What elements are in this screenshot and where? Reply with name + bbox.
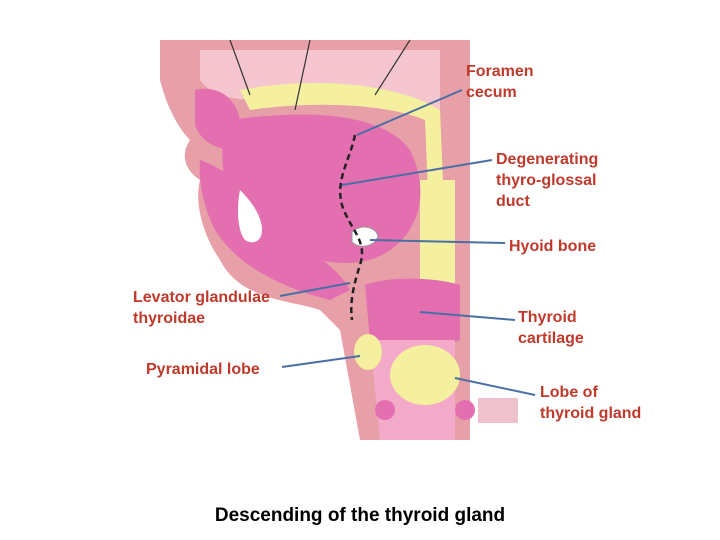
nerve-lines (229, 39, 411, 111)
label-degenerating-duct: Degenerating thyro-glossal duct (496, 151, 603, 210)
leader-foramen (356, 89, 463, 136)
label-lobe-of-thyroid: Lobe of thyroid gland (540, 384, 641, 422)
pyramidal-lobe-shape (354, 334, 382, 370)
leader-pyramidal (281, 355, 361, 368)
label-thyroid-cartilage: Thyroid cartilage (518, 309, 584, 347)
thyroglossal-duct-path (338, 134, 364, 321)
leader-lobe (454, 377, 536, 396)
label-levator-glandulae: Levator glandulae thyroidae (133, 289, 274, 327)
label-foramen-cecum: Foramen cecum (466, 63, 538, 101)
chin-bone (237, 190, 262, 243)
label-hyoid-bone: Hyoid bone (509, 238, 596, 255)
leader-cartilage (419, 311, 516, 321)
hyoid-bone-shape (351, 226, 379, 247)
leader-hyoid (369, 239, 506, 244)
thyroid-lobe-shape (390, 345, 460, 405)
upper-lip (195, 88, 240, 150)
leader-levator (279, 282, 351, 297)
head-section (160, 39, 518, 440)
leader-duct (341, 159, 493, 186)
neck-base-markers (375, 398, 518, 423)
lower-jaw (199, 160, 350, 300)
figure-caption: Descending of the thyroid gland (214, 505, 506, 526)
larynx (365, 278, 460, 348)
label-pyramidal-lobe: Pyramidal lobe (146, 361, 260, 378)
soft-palate-band (240, 82, 445, 240)
leader-lines (279, 89, 536, 396)
